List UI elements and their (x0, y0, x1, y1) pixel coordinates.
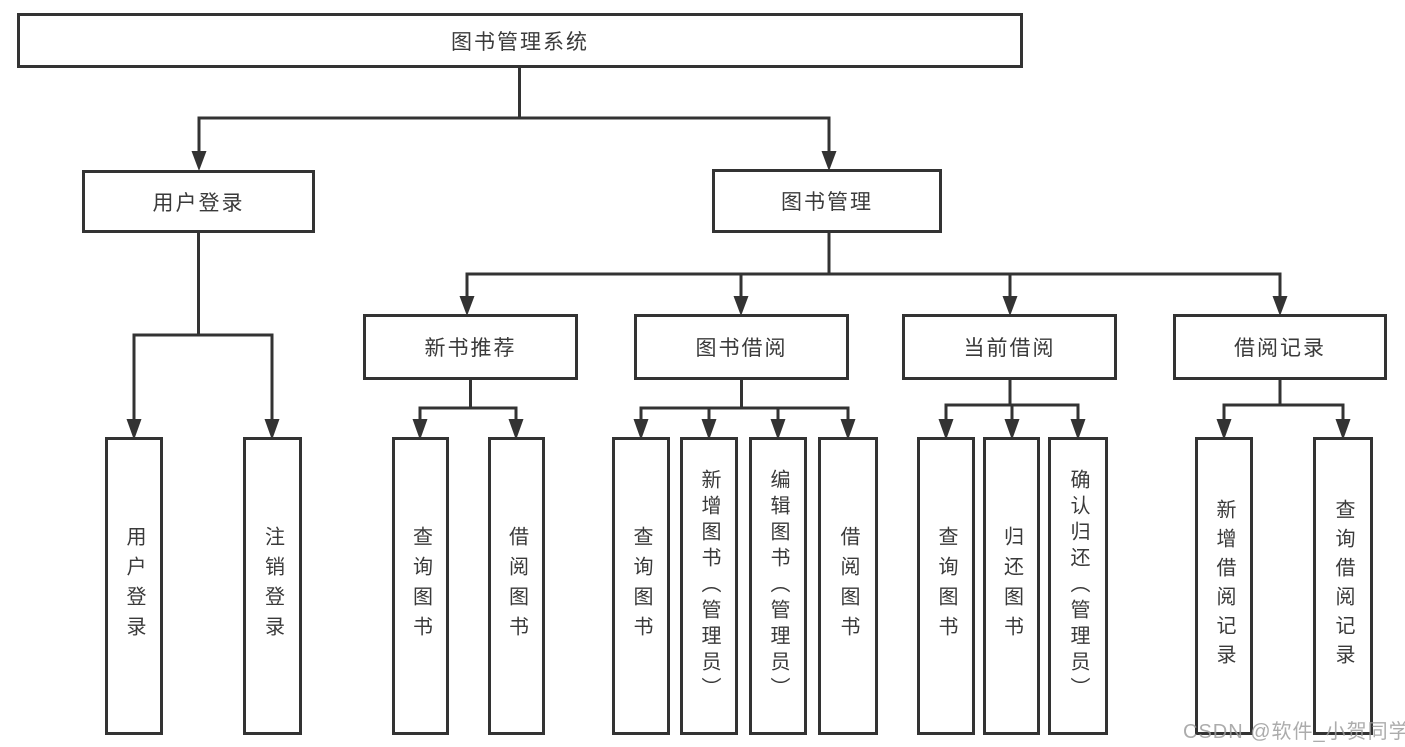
leaf-borrow-book-newbook-label: 借阅图书 (505, 526, 528, 646)
node-book-borrow-label: 图书借阅 (695, 337, 788, 360)
csdn-watermark: CSDN @软件_小贺同学 (1183, 721, 1405, 743)
leaf-add-borrow-record-label: 新增借阅记录 (1213, 499, 1235, 673)
leaf-user-login: 用户登录 (105, 437, 163, 735)
leaf-logout: 注销登录 (243, 437, 302, 735)
leaf-borrow-book: 借阅图书 (818, 437, 878, 735)
leaf-confirm-return-admin-label: 确认归还（管理员） (1067, 469, 1089, 703)
leaf-add-borrow-record: 新增借阅记录 (1195, 437, 1253, 735)
node-current-borrow: 当前借阅 (902, 314, 1117, 380)
leaf-edit-book-admin: 编辑图书（管理员） (749, 437, 807, 735)
node-current-borrow-label: 当前借阅 (963, 337, 1056, 360)
node-root-label: 图书管理系统 (451, 30, 589, 54)
node-user-login-label: 用户登录 (152, 191, 245, 215)
leaf-query-book-newbook: 查询图书 (392, 437, 449, 735)
leaf-add-book-admin: 新增图书（管理员） (680, 437, 738, 735)
leaf-user-login-label: 用户登录 (123, 526, 145, 646)
node-new-book-recommend: 新书推荐 (363, 314, 578, 380)
leaf-edit-book-admin-label: 编辑图书（管理员） (767, 469, 789, 703)
leaf-query-book-borrow: 查询图书 (612, 437, 670, 735)
leaf-logout-label: 注销登录 (261, 526, 284, 646)
leaf-query-borrow-record: 查询借阅记录 (1313, 437, 1373, 735)
node-root-system: 图书管理系统 (17, 13, 1023, 68)
leaf-add-book-admin-label: 新增图书（管理员） (698, 469, 720, 703)
leaf-return-book-label: 归还图书 (1000, 526, 1023, 646)
node-user-login: 用户登录 (82, 170, 315, 233)
node-borrow-record-label: 借阅记录 (1234, 337, 1326, 360)
leaf-query-book-newbook-label: 查询图书 (409, 526, 432, 646)
node-borrow-record: 借阅记录 (1173, 314, 1387, 380)
leaf-borrow-book-newbook: 借阅图书 (488, 437, 545, 735)
leaf-borrow-book-label: 借阅图书 (837, 526, 859, 646)
leaf-confirm-return-admin: 确认归还（管理员） (1048, 437, 1108, 735)
leaf-return-book: 归还图书 (983, 437, 1040, 735)
node-new-book-recommend-label: 新书推荐 (424, 337, 517, 360)
node-book-management: 图书管理 (712, 169, 942, 233)
node-book-management-label: 图书管理 (781, 191, 873, 214)
node-book-borrow: 图书借阅 (634, 314, 849, 380)
leaf-query-book-current: 查询图书 (917, 437, 975, 735)
leaf-query-borrow-record-label: 查询借阅记录 (1332, 499, 1354, 673)
leaf-query-book-borrow-label: 查询图书 (630, 526, 652, 646)
leaf-query-book-current-label: 查询图书 (935, 526, 957, 646)
